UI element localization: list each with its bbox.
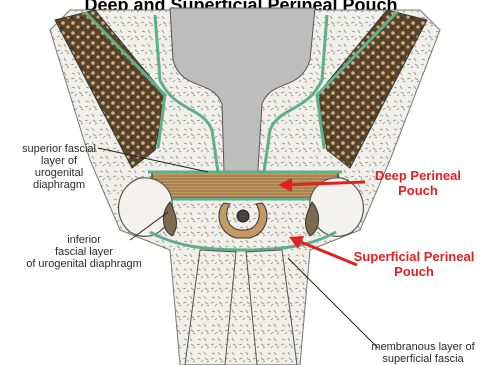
label-superficial-perineal-pouch: Superficial Perineal Pouch <box>350 249 478 279</box>
left-bone-mass <box>119 178 173 237</box>
label-inferior-fascial-layer: inferior fascial layer of urogenital dia… <box>25 234 143 270</box>
label-membranous-layer: membranous layer of superficial fascia <box>368 341 478 365</box>
urethra <box>237 210 249 222</box>
right-bone-mass <box>310 178 364 237</box>
label-deep-perineal-pouch: Deep Perineal Pouch <box>368 168 468 198</box>
label-superior-fascial-layer: superior fascial layer of urogenital dia… <box>18 143 100 191</box>
